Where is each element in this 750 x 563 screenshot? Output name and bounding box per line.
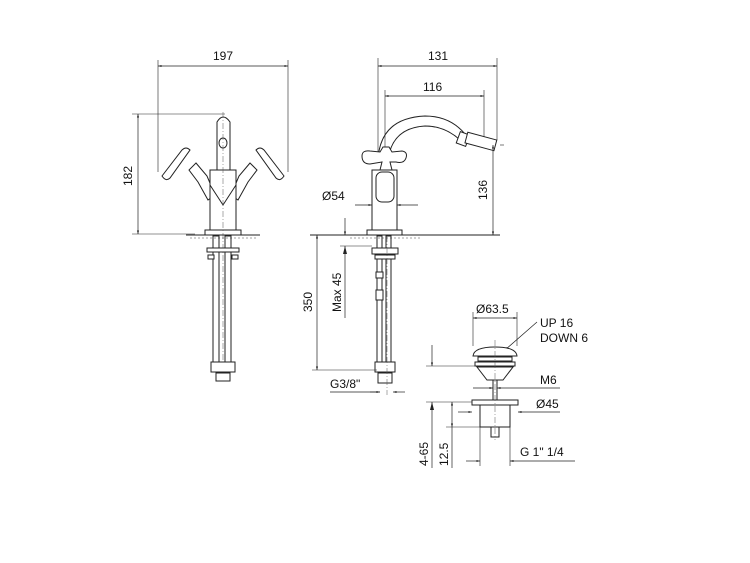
reach-label: 116 — [423, 80, 442, 94]
spout — [377, 115, 466, 161]
connection-label: G3/8" — [330, 377, 360, 391]
depth-label: 131 — [428, 49, 448, 63]
front-view: 197 182 — [121, 49, 289, 382]
rod-thread-label: M6 — [540, 373, 557, 387]
spout-height-label: 136 — [476, 180, 490, 200]
waste-valve-view: Ø63.5 UP 16 DOWN 6 M6 Ø45 G 1" 1/4 4-65 — [417, 302, 588, 468]
thickness-range-label: 4-65 — [417, 442, 431, 466]
flange-height-label: 12.5 — [437, 442, 451, 466]
right-handle-cross — [255, 147, 285, 181]
handle-cross — [361, 146, 407, 171]
body-diameter-label: Ø54 — [322, 189, 345, 203]
cap-diameter-label: Ø63.5 — [476, 302, 509, 316]
width-label: 197 — [213, 49, 233, 63]
right-handle-stem — [230, 162, 258, 201]
height-label: 182 — [121, 166, 135, 186]
max-thickness-label: Max 45 — [330, 272, 344, 312]
spout — [216, 116, 231, 171]
left-handle-cross — [161, 147, 191, 181]
side-view: 131 116 136 Ø54 — [301, 49, 504, 395]
left-handle-stem — [188, 162, 216, 201]
thread-label: G 1" 1/4 — [520, 445, 564, 459]
travel-down-label: DOWN 6 — [540, 331, 588, 345]
hose-length-label: 350 — [301, 292, 315, 312]
flange-diameter-label: Ø45 — [536, 397, 559, 411]
travel-up-label: UP 16 — [540, 316, 573, 330]
